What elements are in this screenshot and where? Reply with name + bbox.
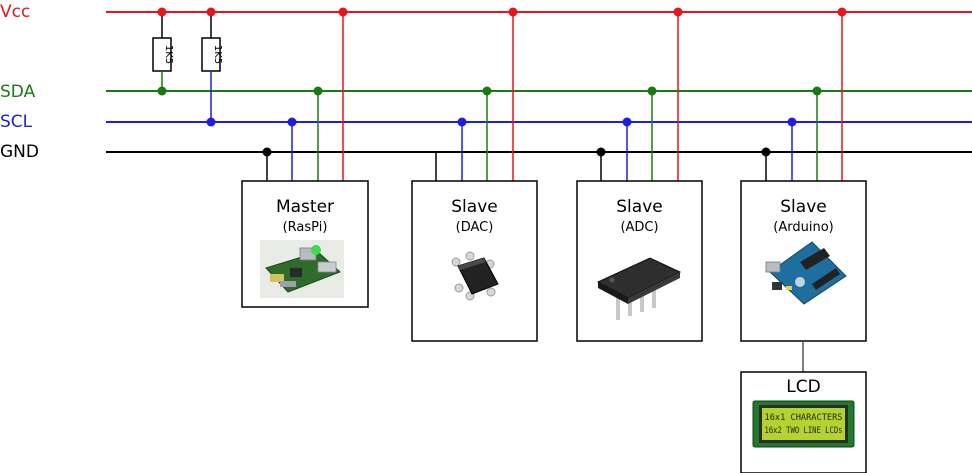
pullup-resistor-sda: 1K5	[152, 12, 174, 91]
device-title: Slave	[780, 197, 826, 217]
dip-chip-icon	[596, 257, 682, 320]
device-slave-dac: Slave (DAC)	[411, 7, 538, 342]
device-subtitle: (ADC)	[620, 220, 658, 235]
lcd-panel: LCD 16x1 CHARACTERS 16x2 TWO LINE LCDs	[740, 371, 867, 473]
junction-dot	[157, 86, 167, 96]
lcd-line-2: 16x2 TWO LINE LCDs	[765, 426, 843, 436]
device-title: Master	[276, 197, 334, 217]
lcd-line-1: 16x1 CHARACTERS	[765, 413, 843, 423]
device-master: Master (RasPi)	[241, 7, 369, 308]
device-subtitle: (RasPi)	[283, 220, 328, 235]
sot-chip-icon	[451, 251, 499, 301]
junction-dot	[206, 117, 216, 127]
device-title: Slave	[616, 197, 662, 217]
gnd-label: GND	[0, 142, 39, 162]
sda-label: SDA	[0, 82, 36, 102]
vcc-label: Vcc	[0, 2, 30, 22]
arduino-board-icon	[765, 241, 847, 305]
device-title: Slave	[451, 197, 497, 217]
device-box	[576, 180, 703, 342]
device-subtitle: (Arduino)	[773, 220, 833, 235]
lcd-module-icon: 16x1 CHARACTERS 16x2 TWO LINE LCDs	[752, 400, 855, 448]
scl-label: SCL	[0, 112, 33, 132]
junction-dot	[206, 7, 216, 17]
device-slave-arduino: Slave (Arduino)	[740, 7, 867, 342]
device-slave-adc: Slave (ADC)	[576, 7, 703, 342]
raspberry-pi-board-icon	[260, 240, 344, 298]
resistor-label: 1K5	[163, 45, 174, 64]
device-subtitle: (DAC)	[456, 220, 494, 235]
lcd-title: LCD	[786, 377, 820, 397]
resistor-label: 1K5	[212, 45, 223, 64]
junction-dot	[157, 7, 167, 17]
pullup-resistor-scl: 1K5	[201, 12, 223, 122]
